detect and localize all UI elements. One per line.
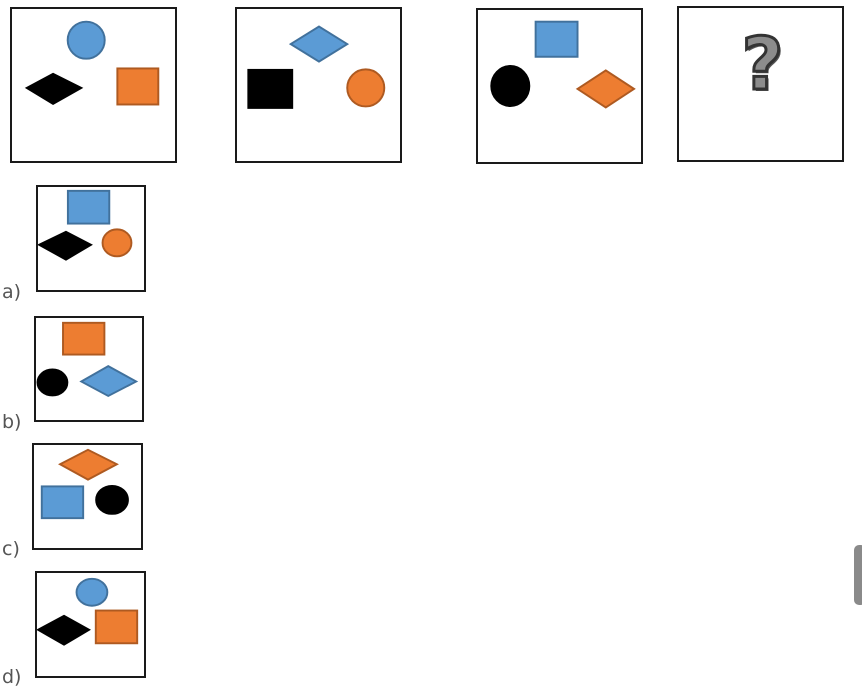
option-b-label: b) [2, 411, 22, 433]
orange-square [62, 321, 106, 356]
orange-circle [346, 68, 386, 108]
blue-square [534, 20, 579, 58]
blue-square [40, 485, 85, 520]
blue-circle [75, 577, 109, 607]
question-panel: ? [677, 6, 844, 162]
option-a-label: a) [2, 281, 22, 303]
black-diamond [38, 230, 93, 261]
black-diamond [37, 614, 91, 646]
black-square [247, 68, 294, 109]
question-mark-icon: ? [740, 22, 785, 106]
orange-diamond [575, 69, 636, 109]
sequence-panel-3 [476, 8, 643, 164]
orange-square [94, 609, 139, 645]
orange-circle [101, 228, 133, 258]
option-c-panel[interactable] [32, 443, 143, 550]
option-b-panel[interactable] [34, 316, 144, 422]
sequence-panel-2 [235, 7, 402, 163]
black-circle [95, 484, 129, 515]
black-circle [490, 65, 531, 107]
option-d-label: d) [2, 666, 22, 688]
blue-diamond [79, 365, 139, 398]
black-diamond [24, 72, 84, 106]
option-d-panel[interactable] [35, 571, 146, 678]
blue-circle [66, 20, 106, 60]
option-c-label: c) [2, 538, 20, 560]
blue-square [66, 189, 111, 225]
blue-diamond [288, 25, 350, 63]
orange-square [116, 67, 160, 106]
scroll-handle[interactable] [854, 545, 862, 605]
sequence-panel-1 [10, 7, 177, 163]
orange-diamond [58, 448, 119, 481]
option-a-panel[interactable] [36, 185, 146, 292]
black-circle [36, 368, 69, 397]
